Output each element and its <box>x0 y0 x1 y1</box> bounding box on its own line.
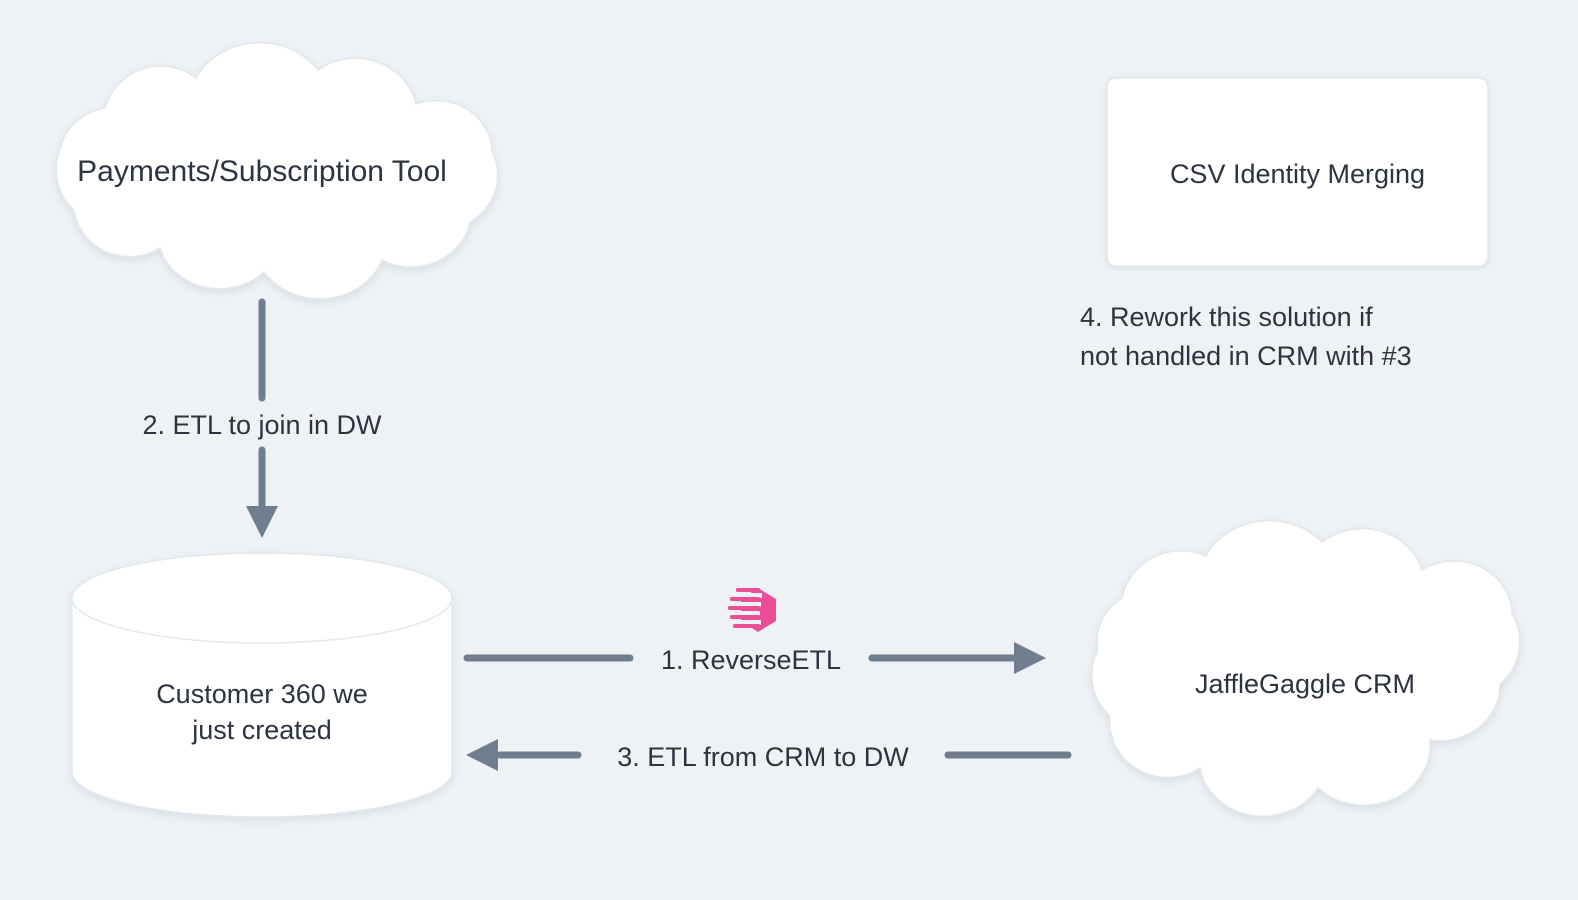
etl-from-crm-label: 3. ETL from CRM to DW <box>617 742 909 772</box>
etl-join-label: 2. ETL to join in DW <box>142 410 382 440</box>
etl-join-arrow[interactable] <box>246 298 278 538</box>
payments-cloud-shape[interactable] <box>55 42 499 300</box>
hightouch-logo-icon <box>728 588 776 632</box>
etl-from-crm-arrow[interactable] <box>466 739 1072 771</box>
csv-identity-box-shape[interactable] <box>1106 77 1489 267</box>
rework-note: 4. Rework this solution if not handled i… <box>1080 302 1412 372</box>
reverse-etl-arrow[interactable] <box>463 642 1046 674</box>
crm-cloud-shape[interactable] <box>1091 519 1521 817</box>
warehouse-cylinder-shape[interactable] <box>71 552 453 818</box>
reverse-etl-label: 1. ReverseETL <box>660 645 842 675</box>
